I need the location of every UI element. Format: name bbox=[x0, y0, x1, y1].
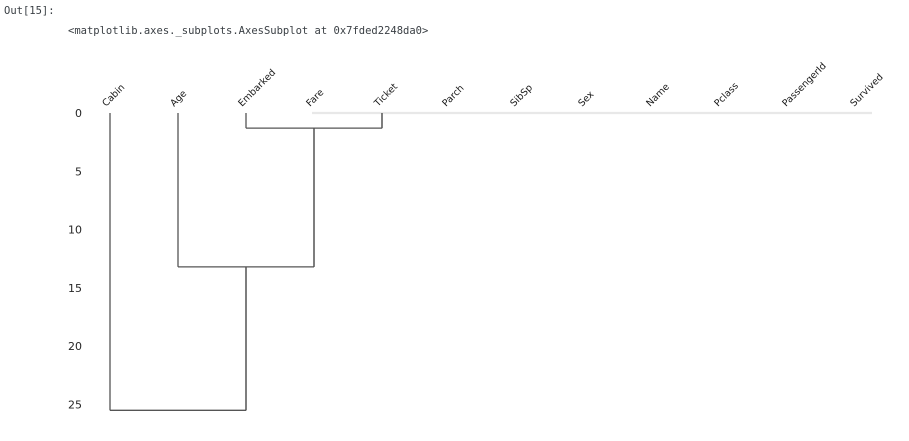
leaf-label-cabin: Cabin bbox=[100, 82, 127, 109]
leaf-label-sex: Sex bbox=[576, 89, 596, 109]
y-tick-label: 20 bbox=[68, 340, 82, 353]
notebook-out-prompt: Out[15]: bbox=[4, 5, 55, 17]
leaf-label-ticket: Ticket bbox=[372, 81, 401, 110]
leaf-label-survived: Survived bbox=[848, 72, 885, 109]
leaf-stem-group bbox=[109, 113, 383, 411]
leaf-label-sibsp: SibSp bbox=[508, 82, 535, 109]
axes-repr-text: <matplotlib.axes._subplots.AxesSubplot a… bbox=[68, 25, 429, 37]
y-tick-label: 10 bbox=[68, 224, 82, 237]
y-tick-label: 0 bbox=[75, 107, 82, 120]
leaf-label-passengerid: PassengerId bbox=[780, 61, 828, 109]
leaf-label-embarked: Embarked bbox=[236, 67, 278, 109]
leaf-label-fare: Fare bbox=[304, 87, 326, 109]
y-tick-label: 15 bbox=[68, 282, 82, 295]
y-axis-tick-group: 0 5 10 15 20 25 bbox=[68, 107, 82, 412]
leaf-label-name: Name bbox=[644, 81, 672, 109]
y-tick-label: 5 bbox=[75, 165, 82, 178]
y-tick-label: 25 bbox=[68, 399, 82, 412]
leaf-label-pclass: Pclass bbox=[712, 81, 741, 110]
dendrogram-link-group bbox=[110, 113, 383, 411]
leaf-label-age: Age bbox=[168, 88, 189, 109]
leaf-label-parch: Parch bbox=[440, 83, 466, 109]
leaf-label-group: Cabin Age Embarked Fare Ticket Parch SibSp Sex N… bbox=[100, 61, 885, 110]
